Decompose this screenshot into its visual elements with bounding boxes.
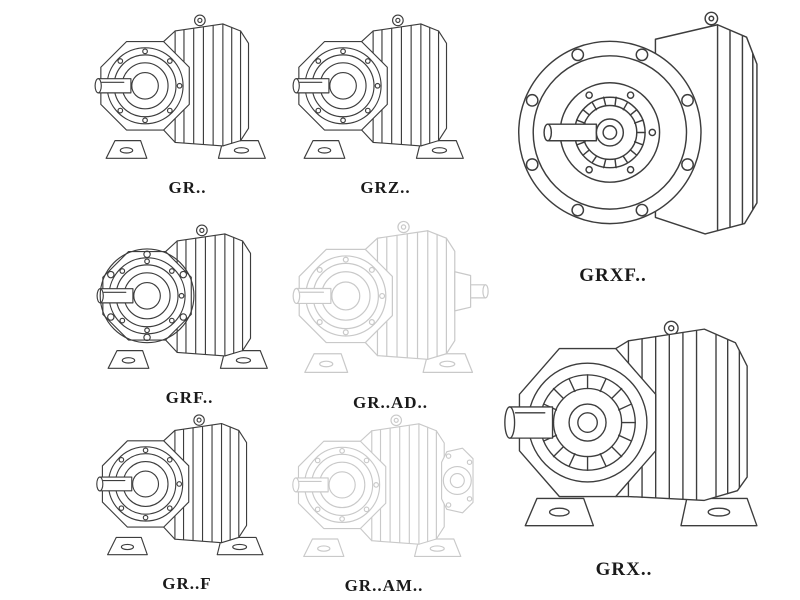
gearbox-drawing-grf bbox=[96, 224, 268, 369]
figure-grxf: GRXF.. bbox=[498, 4, 788, 287]
figure-grx: GRX.. bbox=[498, 298, 790, 581]
gearbox-drawing-grx bbox=[504, 320, 758, 527]
figure-label-grz: GRZ.. bbox=[360, 178, 411, 197]
gearbox-drawing-gr-f bbox=[96, 414, 264, 556]
figure-label-gr-f: GR..F bbox=[162, 574, 212, 593]
figure-grf: GRF.. bbox=[92, 218, 287, 408]
figure-label-gr-ad: GR..AD.. bbox=[352, 393, 429, 412]
figure-label-gr: GR.. bbox=[168, 178, 207, 197]
gearbox-drawing-gr-am bbox=[292, 414, 474, 558]
gearbox-drawing-gr-ad bbox=[292, 220, 489, 373]
figure-gr: GR.. bbox=[90, 8, 285, 198]
figure-label-gr-am: GR..AM.. bbox=[344, 576, 424, 595]
figure-gr-ad: GR..AD.. bbox=[288, 214, 493, 413]
figure-label-grf: GRF.. bbox=[165, 388, 214, 407]
figure-label-grxf: GRXF.. bbox=[579, 265, 647, 286]
figure-grz: GRZ.. bbox=[288, 8, 483, 198]
figure-gr-f: GR..F bbox=[92, 408, 282, 594]
gearbox-drawing-grxf bbox=[517, 11, 758, 235]
figure-label-grx: GRX.. bbox=[595, 559, 653, 580]
gearbox-drawing-grz bbox=[292, 14, 464, 159]
figure-gr-am: GR..AM.. bbox=[288, 408, 480, 596]
gearbox-drawing-gr bbox=[94, 14, 266, 159]
